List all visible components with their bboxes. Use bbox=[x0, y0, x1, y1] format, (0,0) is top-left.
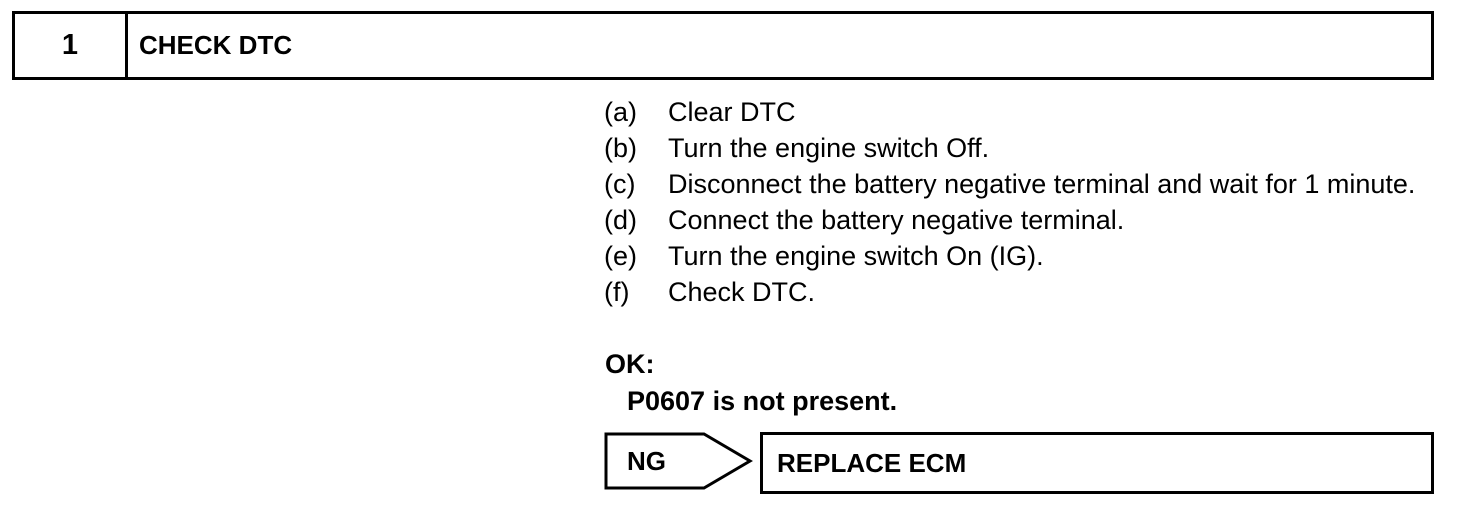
step-header: 1 CHECK DTC bbox=[12, 11, 1434, 80]
procedure-steps: (a) Clear DTC (b) Turn the engine switch… bbox=[604, 94, 1424, 310]
step-text: Connect the battery negative terminal. bbox=[668, 205, 1125, 235]
step-letter: (c) bbox=[604, 169, 636, 199]
step-text: Check DTC. bbox=[668, 277, 816, 307]
ng-arrow-icon bbox=[604, 432, 753, 490]
procedure-step: (f) Check DTC. bbox=[604, 274, 1424, 310]
procedure-step: (c) Disconnect the battery negative term… bbox=[604, 166, 1424, 202]
step-text: Disconnect the battery negative terminal… bbox=[668, 169, 1416, 199]
step-letter: (d) bbox=[604, 205, 637, 235]
step-letter: (e) bbox=[604, 241, 637, 271]
procedure-step: (a) Clear DTC bbox=[604, 94, 1424, 130]
ng-label: NG bbox=[627, 446, 666, 476]
step-letter: (f) bbox=[604, 277, 630, 307]
step-text: Clear DTC bbox=[668, 97, 796, 127]
step-letter: (a) bbox=[604, 97, 637, 127]
ok-label: OK: bbox=[605, 349, 655, 379]
procedure-step: (d) Connect the battery negative termina… bbox=[604, 202, 1424, 238]
step-title: CHECK DTC bbox=[139, 30, 293, 60]
procedure-step: (e) Turn the engine switch On (IG). bbox=[604, 238, 1424, 274]
step-text: Turn the engine switch Off. bbox=[668, 133, 990, 163]
step-text: Turn the engine switch On (IG). bbox=[668, 241, 1044, 271]
ng-action-box: REPLACE ECM bbox=[760, 432, 1434, 494]
ok-condition: P0607 is not present. bbox=[627, 386, 898, 416]
step-number: 1 bbox=[15, 14, 128, 77]
step-letter: (b) bbox=[604, 133, 637, 163]
ng-action-text: REPLACE ECM bbox=[777, 447, 967, 478]
procedure-step: (b) Turn the engine switch Off. bbox=[604, 130, 1424, 166]
